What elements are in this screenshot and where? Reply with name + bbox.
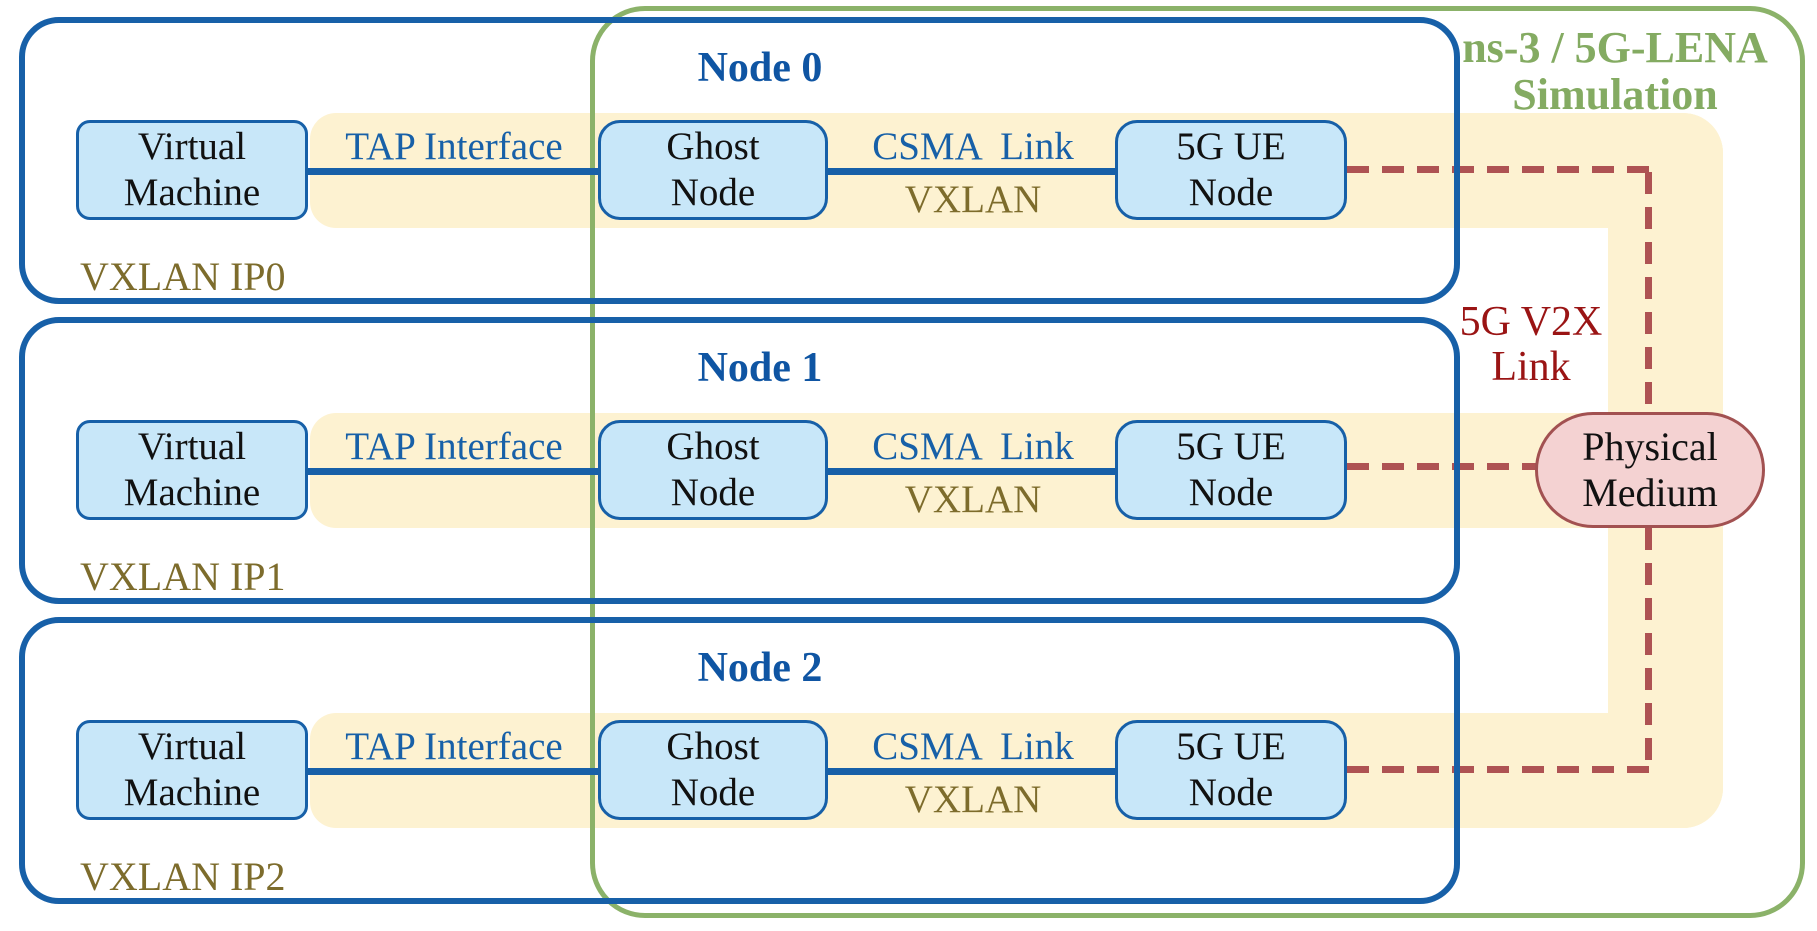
v2x-dashed-link-row-1 [1347,463,1543,470]
v2x-dashed-link-row-2 [1347,766,1659,773]
virtual-machine-label-line1: Virtual [137,725,247,768]
virtual-machine-box: Virtual Machine [76,720,308,820]
ghost-node-box: Ghost Node [598,420,828,520]
five-g-ue-node-box: 5G UE Node [1115,720,1347,820]
five-g-ue-label-line1: 5G UE [1176,425,1286,468]
node-row-0: Node 0 Virtual Machine TAP Interface Gho… [0,17,1817,317]
virtual-machine-box: Virtual Machine [76,420,308,520]
physical-medium-oval: Physical Medium [1535,412,1765,528]
ghost-node-label-line1: Ghost [666,725,760,768]
node-row-2: Node 2 Virtual Machine TAP Interface Gho… [0,617,1817,917]
five-g-ue-label-line1: 5G UE [1176,725,1286,768]
virtual-machine-box: Virtual Machine [76,120,308,220]
v2x-dashed-link-vertical-upper [1645,172,1652,415]
tap-interface-label: TAP Interface [345,425,563,468]
ghost-node-label-line1: Ghost [666,425,760,468]
ghost-node-label-line2: Node [670,471,756,514]
virtual-machine-label-line1: Virtual [137,425,247,468]
v2x-link-label-line2: Link [1491,344,1571,390]
ghost-node-box: Ghost Node [598,120,828,220]
vxlan-link-label: VXLAN [904,178,1042,221]
vxlan-ip-label: VXLAN IP1 [80,554,286,599]
node-2-outline [19,617,1460,904]
physical-medium-label-line2: Medium [1582,470,1718,515]
virtual-machine-label-line2: Machine [123,471,261,514]
ghost-node-label-line2: Node [670,771,756,814]
simulation-boundary [590,6,1805,918]
five-g-ue-label-line1: 5G UE [1176,125,1286,168]
five-g-ue-label-line2: Node [1188,771,1274,814]
five-g-ue-node-box: 5G UE Node [1115,120,1347,220]
node-row-1: Node 1 Virtual Machine TAP Interface Gho… [0,317,1817,617]
virtual-machine-label-line1: Virtual [137,125,247,168]
node-0-title: Node 0 [697,45,823,91]
v2x-dashed-link-vertical-lower [1645,528,1652,768]
node-1-outline [19,317,1460,604]
physical-medium-label-line1: Physical [1582,424,1718,469]
v2x-link-label-line1: 5G V2X [1459,299,1603,345]
node-2-title: Node 2 [697,645,823,691]
vxlan-link-label: VXLAN [904,478,1042,521]
node-1-title: Node 1 [697,345,823,391]
v2x-link-label: 5G V2X Link [1391,300,1671,390]
simulation-title-line2: Simulation [1512,70,1718,119]
vxlan-link-label: VXLAN [904,778,1042,821]
v2x-dashed-link-row-0 [1347,166,1659,173]
tap-interface-label: TAP Interface [345,725,563,768]
vxlan-ip-label: VXLAN IP0 [80,254,286,299]
vxlan-ip-label: VXLAN IP2 [80,854,286,899]
csma-link-label: CSMA Link [872,725,1074,768]
csma-link-label: CSMA Link [872,125,1074,168]
tap-interface-label: TAP Interface [345,125,563,168]
virtual-machine-label-line2: Machine [123,771,261,814]
node-0-outline [19,17,1460,304]
csma-link-label: CSMA Link [872,425,1074,468]
five-g-ue-node-box: 5G UE Node [1115,420,1347,520]
simulation-title-line1: ns-3 / 5G-LENA [1462,23,1768,72]
ghost-node-box: Ghost Node [598,720,828,820]
ghost-node-label-line1: Ghost [666,125,760,168]
five-g-ue-label-line2: Node [1188,471,1274,514]
virtual-machine-label-line2: Machine [123,171,261,214]
ghost-node-label-line2: Node [670,171,756,214]
five-g-ue-label-line2: Node [1188,171,1274,214]
simulation-title: ns-3 / 5G-LENA Simulation [1440,24,1790,118]
